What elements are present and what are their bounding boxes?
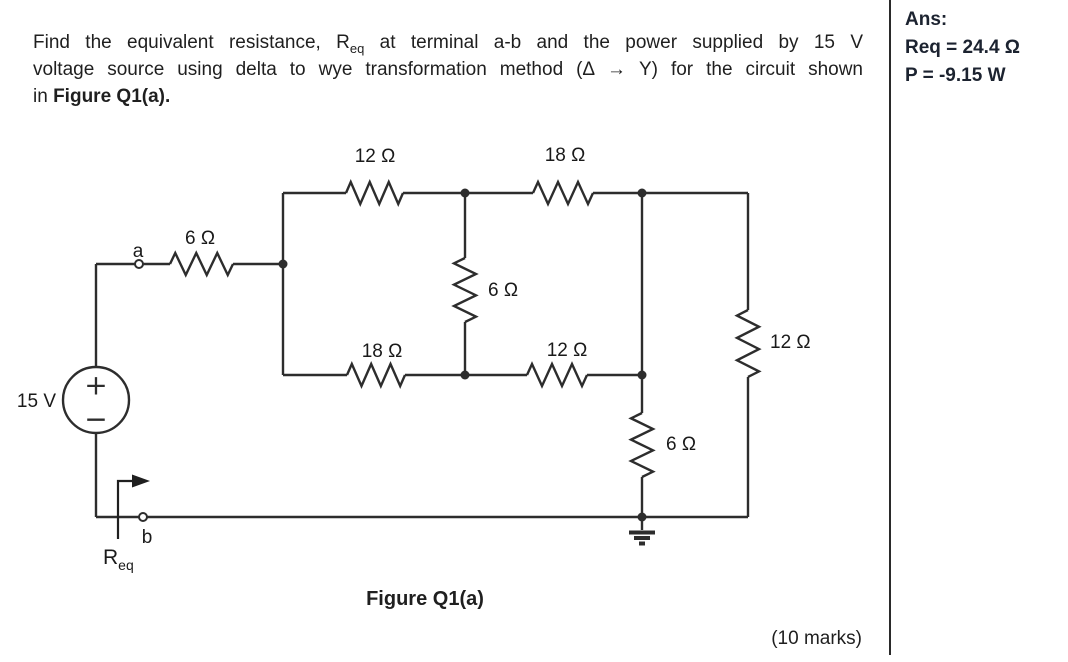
problem-text: voltage source using delta to wye transf… [33, 59, 863, 80]
resistor-middle-vertical [451, 256, 479, 324]
answer-heading: Ans: [905, 9, 948, 30]
voltage-source-plus-sign: + [84, 369, 107, 402]
ground-icon [629, 517, 655, 546]
node-dot [278, 259, 288, 269]
req-subscript: eq [349, 40, 365, 56]
node-dot [460, 370, 470, 380]
resistor-lower-vertical [628, 411, 656, 479]
voltage-source-circle [61, 365, 131, 435]
answer-req: Req = 24.4 Ω [905, 37, 1021, 58]
node-dot [637, 188, 647, 198]
req-symbol-subscript: eq [118, 557, 134, 573]
terminal-b-label: b [142, 527, 153, 548]
problem-text: in [33, 86, 54, 107]
resistor-input-series [168, 250, 235, 278]
terminal-b-circle [138, 512, 148, 522]
voltage-source-label: 15 V [17, 391, 56, 412]
resistor-label-top-right: 18 Ω [545, 145, 586, 166]
resistor-label-right-branch: 12 Ω [770, 332, 811, 353]
problem-text: at terminal a-b and the power supplied b… [364, 32, 863, 53]
figure-reference: Figure Q1(a). [53, 86, 171, 107]
req-arrow-label: Req [103, 546, 134, 573]
resistor-label-bottom-left: 18 Ω [362, 341, 403, 362]
problem-text: Find the equivalent resistance, R [33, 32, 350, 53]
req-arrow-icon [116, 474, 150, 539]
resistor-top-right [531, 179, 595, 207]
terminal-a-label: a [133, 241, 144, 262]
problem-line-2: voltage source using delta to wye transf… [33, 56, 863, 83]
resistor-label-middle-vertical: 6 Ω [488, 280, 518, 301]
answer-power: P = -9.15 W [905, 65, 1006, 86]
resistor-bottom-left [345, 361, 407, 389]
problem-statement: Find the equivalent resistance, Req at t… [33, 29, 863, 110]
column-divider [889, 0, 891, 655]
resistor-label-input-series: 6 Ω [185, 228, 215, 249]
resistor-right-branch [734, 308, 762, 379]
marks-label: (10 marks) [771, 628, 862, 649]
resistor-label-lower-vertical: 6 Ω [666, 434, 696, 455]
figure-caption: Figure Q1(a) [366, 588, 484, 610]
req-symbol: R [103, 546, 118, 569]
resistor-bottom-right [525, 361, 589, 389]
voltage-source-minus-sign: − [84, 403, 107, 436]
node-dot [637, 370, 647, 380]
resistor-label-bottom-right: 12 Ω [547, 340, 588, 361]
circuit-diagram: + − 15 V a b Req 12 Ω 18 Ω 6 Ω 6 [17, 145, 811, 573]
answer-panel: Ans: Req = 24.4 Ω P = -9.15 W [905, 6, 1063, 90]
resistor-label-top-left: 12 Ω [355, 146, 396, 167]
problem-line-1: Find the equivalent resistance, Req at t… [33, 29, 863, 56]
resistor-top-left [344, 178, 405, 208]
terminal-a-circle [134, 259, 144, 269]
problem-line-3: in Figure Q1(a). [33, 83, 863, 110]
node-dot [460, 188, 470, 198]
